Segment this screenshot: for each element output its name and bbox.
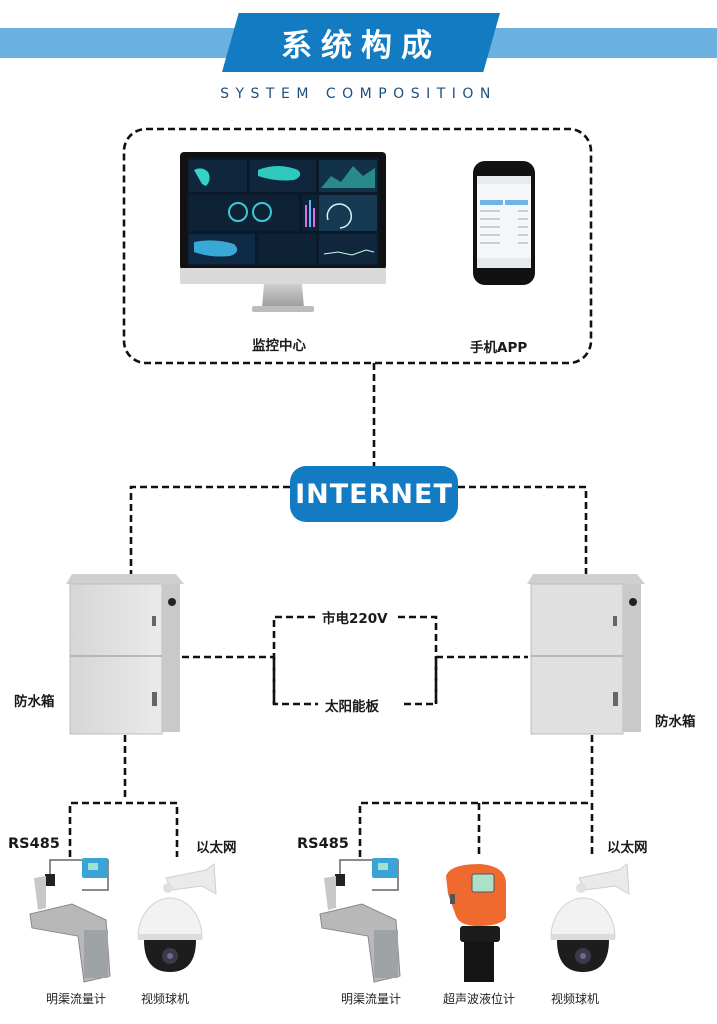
page-subtitle: SYSTEM COMPOSITION	[220, 86, 497, 102]
header-banner-tab	[222, 13, 500, 72]
phone-icon	[473, 161, 535, 285]
open-channel-flowmeter-right-icon	[319, 858, 401, 983]
waterproof-box-left-icon	[66, 574, 184, 735]
right-ethernet-label: 以太网	[607, 840, 648, 856]
device-label-camera-right: 视频球机	[551, 992, 600, 1006]
device-label-flowmeter-left: 明渠流量计	[46, 992, 107, 1006]
waterproof-box-right-icon	[527, 574, 645, 735]
open-channel-flowmeter-left-icon	[29, 858, 111, 983]
power-loop-top-left	[272, 615, 318, 704]
waterproof-box-left-label: 防水箱	[14, 694, 55, 710]
left-bus	[68, 801, 179, 857]
ultrasonic-level-meter-icon	[446, 864, 506, 982]
page-title: 系统构成	[281, 28, 441, 64]
waterproof-box-right-label: 防水箱	[655, 714, 696, 730]
left-ethernet-label: 以太网	[196, 840, 237, 856]
internet-left-link	[129, 485, 290, 575]
device-label-ultrasonic-level-meter: 超声波液位计	[443, 992, 516, 1006]
device-label-camera-left: 视频球机	[141, 992, 190, 1006]
right-rs485-label: RS485	[297, 836, 349, 852]
mobile-app-label: 手机APP	[470, 340, 528, 356]
monitoring-center-label: 监控中心	[252, 338, 306, 354]
solar-panel-label: 太阳能板	[325, 699, 379, 715]
power-loop-bottom-right	[404, 657, 438, 706]
power-loop-bottom-left	[272, 657, 318, 706]
internet-right-link	[458, 485, 588, 575]
monitoring-group-border	[122, 127, 593, 365]
monitor-icon	[180, 152, 386, 312]
mains-power-label: 市电220V	[322, 611, 388, 627]
left-rs485-label: RS485	[8, 836, 60, 852]
power-loop-top-right	[398, 615, 438, 704]
dome-camera-right-icon	[550, 863, 630, 972]
device-label-flowmeter-right: 明渠流量计	[341, 992, 402, 1006]
dome-camera-left-icon	[137, 863, 217, 972]
right-bus	[358, 801, 594, 857]
internet-node: INTERNET	[290, 466, 458, 522]
